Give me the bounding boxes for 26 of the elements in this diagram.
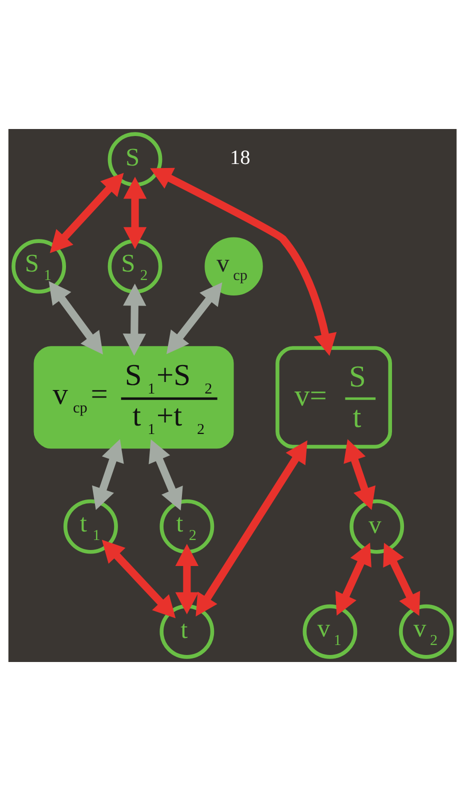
arrow	[383, 542, 420, 616]
arrow	[102, 540, 176, 618]
node-circle: v$_{1}$	[302, 604, 358, 659]
arrow	[48, 281, 103, 354]
arrow	[92, 439, 124, 510]
arrow	[166, 282, 222, 354]
node-circle: S$_{2}$	[108, 239, 162, 294]
arrow	[150, 168, 337, 356]
arrow	[335, 542, 372, 616]
node-circle: S$_{1}$	[12, 239, 66, 294]
node-box: v$_{cp}$= S$_{1}$+S$_{2}$ t$_{1}$+t$_{2}$	[34, 346, 234, 449]
arrow	[196, 440, 308, 616]
arrow	[123, 176, 147, 250]
arrow	[344, 439, 376, 510]
node-circle: t	[160, 604, 214, 659]
node-circle: t$_{2}$	[160, 499, 214, 554]
arrow	[122, 284, 146, 356]
arrow	[148, 439, 183, 510]
node-circle: v	[350, 499, 404, 554]
label: 18	[230, 147, 250, 170]
node-circle: v$_{2}$	[398, 604, 454, 659]
node-circle: t$_{1}$	[63, 499, 118, 554]
node-circle: S	[108, 132, 162, 187]
arrow	[175, 544, 199, 614]
node-circle: v$_{cp}$	[204, 237, 263, 296]
arrow	[50, 172, 124, 254]
